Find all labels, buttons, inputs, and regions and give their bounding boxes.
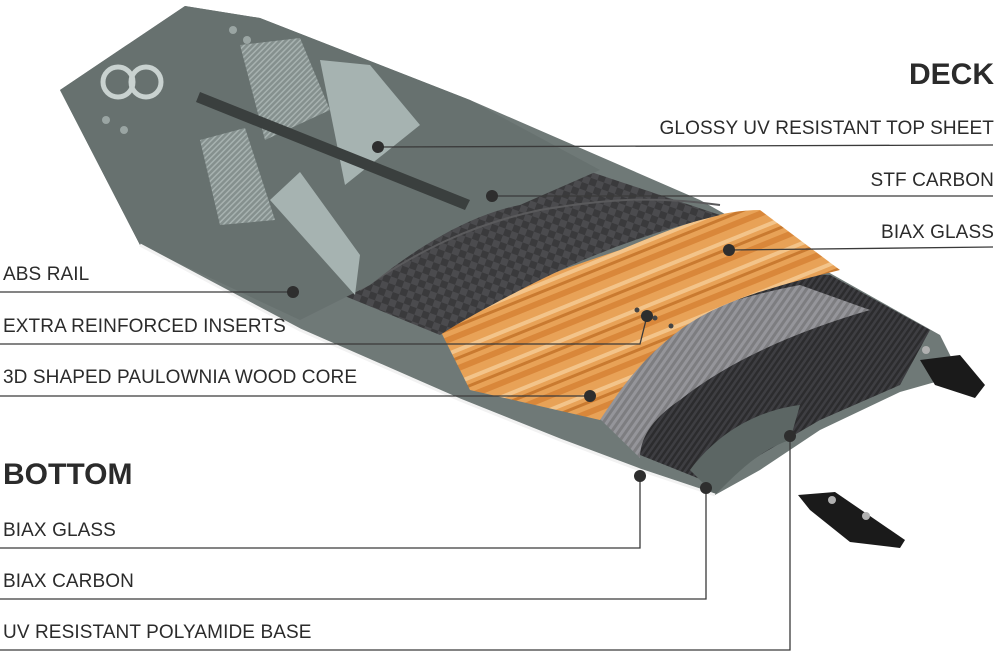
top-sheet-hatch-rear [200,128,275,225]
layer-biax-glass-deck [359,198,721,291]
label-abs-rail: ABS RAIL [3,264,90,285]
board-illustration [60,6,985,548]
top-sheet-hatch-front [240,38,330,140]
layer-paulownia-wood-core [440,210,840,420]
leader-biax-carbon-bottom [0,488,707,600]
leader-polyamide-base [0,436,791,651]
base-print-graphic [690,405,800,495]
fin-detached [798,492,905,548]
label-paulownia-wood-core: 3D SHAPED PAULOWNIA WOOD CORE [3,367,358,388]
label-biax-carbon-bottom: BIAX CARBON [3,571,134,592]
layer-biax-glass-bottom [560,285,870,458]
deck-heading: DECK [908,58,994,91]
label-extra-reinforced-inserts: EXTRA REINFORCED INSERTS [3,316,286,337]
fin-detached-screw-icon [862,512,870,520]
leader-biax-glass-bottom [0,476,641,549]
leader-inserts [0,315,648,345]
leader-biax-glass-deck [728,246,994,251]
label-glossy-top-sheet: GLOSSY UV RESISTANT TOP SHEET [659,118,994,139]
top-sheet-panel-rear [270,172,360,295]
label-polyamide-base: UV RESISTANT POLYAMIDE BASE [3,622,312,643]
leader-dots [287,141,796,494]
brand-logo-icon [100,64,164,100]
insert-screws [102,26,674,329]
fin-detached-screw-icon [828,496,836,504]
abs-rail-strip [139,243,716,497]
top-sheet-channel [196,92,470,210]
label-biax-glass-bottom: BIAX GLASS [3,520,116,541]
fin-attached [920,355,985,398]
fin-screw-icon [922,346,930,354]
layer-glossy-top-sheet [60,6,600,320]
bottom-heading: BOTTOM [3,458,133,491]
label-stf-carbon: STF CARBON [870,170,994,191]
leader-lines [0,144,994,651]
leader-top-sheet [377,144,994,148]
label-biax-glass-deck: BIAX GLASS [881,222,994,243]
